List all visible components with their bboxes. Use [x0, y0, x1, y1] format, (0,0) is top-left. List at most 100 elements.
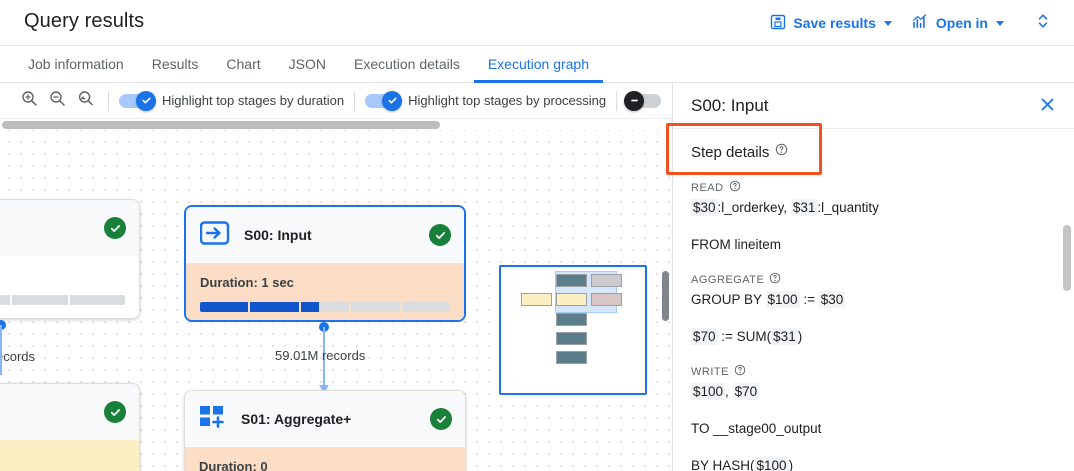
- detail-line: $100, $70: [691, 383, 760, 400]
- node-duration-label: [0, 452, 125, 467]
- zoom-controls: [0, 88, 98, 114]
- execution-graph-canvas[interactable]: ecords 59.01M records S00: Input: [0, 119, 672, 471]
- edge-record-label-left: ecords: [0, 349, 36, 364]
- page-header: Query results Save results: [0, 0, 1074, 46]
- node-header: S01: Aggregate+: [185, 391, 465, 447]
- toolbar-divider: [616, 90, 618, 111]
- minimap-node: [521, 293, 552, 306]
- tab-results[interactable]: Results: [151, 56, 199, 72]
- expand-collapse-icon: [1035, 12, 1051, 35]
- toolbar-divider: [354, 90, 356, 111]
- node-duration-label: Duration: 1 sec: [200, 275, 294, 290]
- expand-collapse-button[interactable]: [1026, 6, 1060, 40]
- detail-line: $70 := SUM($31): [691, 328, 803, 345]
- node-progress-bar: [200, 302, 451, 312]
- keyword-label: WRITE: [691, 365, 729, 378]
- detail-line: TO __stage00_output: [691, 421, 822, 436]
- stage-input-icon: [199, 220, 230, 251]
- toggle-highlight-processing[interactable]: Highlight top stages by processing: [365, 90, 607, 111]
- node-header: [0, 200, 139, 256]
- node-duration-label: Duration: 0: [199, 459, 268, 471]
- minimap-node: [556, 313, 587, 326]
- panel-scrollbar-thumb[interactable]: [1063, 225, 1071, 291]
- canvas-horizontal-scrollbar-thumb[interactable]: [2, 121, 440, 129]
- minimap-node: [556, 351, 587, 364]
- zoom-in-button[interactable]: [16, 88, 42, 114]
- close-icon: [1039, 96, 1056, 118]
- toggle-third-switch[interactable]: [624, 90, 662, 111]
- minimap-node: [556, 274, 587, 287]
- help-circle-icon[interactable]: [729, 180, 741, 195]
- graph-node-left-bottom[interactable]: [0, 383, 140, 471]
- node-body: Duration: 0: [185, 447, 465, 471]
- detail-line: GROUP BY $100 := $30: [691, 291, 846, 308]
- toggle-processing-label: Highlight top stages by processing: [408, 93, 607, 108]
- chevron-down-icon: [996, 20, 1004, 26]
- graph-node-left-top[interactable]: [0, 199, 140, 319]
- chevron-down-icon: [883, 20, 892, 26]
- zoom-out-icon: [49, 90, 66, 112]
- detail-keyword-read: READ: [691, 180, 1056, 195]
- status-success-icon: [430, 408, 452, 430]
- open-in-button[interactable]: Open in: [902, 8, 1014, 39]
- panel-title: S00: Input: [691, 95, 769, 115]
- bar-segment: [0, 295, 11, 305]
- toggle-third-option[interactable]: [624, 90, 662, 111]
- minimap-node: [591, 274, 622, 287]
- node-body: [0, 256, 139, 318]
- node-body: Duration: 1 sec: [186, 263, 464, 320]
- status-success-icon: [104, 401, 126, 423]
- edge-arrow-icon: [319, 385, 329, 393]
- close-panel-button[interactable]: [1034, 94, 1060, 120]
- detail-keyword-write: WRITE: [691, 364, 1056, 379]
- bar-segment: [401, 302, 451, 312]
- node-body: [0, 440, 139, 471]
- check-icon: [136, 90, 156, 111]
- graph-node-s00-input[interactable]: S00: Input Duration: 1 sec: [184, 205, 466, 322]
- tab-job-information[interactable]: Job information: [28, 56, 124, 72]
- zoom-reset-button[interactable]: [72, 88, 98, 114]
- step-details-heading: Step details: [691, 143, 1056, 162]
- help-circle-icon[interactable]: [769, 272, 781, 287]
- tab-json[interactable]: JSON: [288, 56, 326, 72]
- tab-chart[interactable]: Chart: [226, 56, 261, 72]
- help-circle-icon[interactable]: [775, 143, 788, 162]
- node-header: S00: Input: [186, 207, 464, 263]
- node-progress-bar: [0, 295, 125, 305]
- detail-line: $30:l_orderkey, $31:l_quantity: [691, 199, 879, 216]
- zoom-in-icon: [21, 90, 38, 112]
- save-results-label: Save results: [793, 15, 876, 31]
- open-in-label: Open in: [935, 15, 988, 31]
- zoom-reset-icon: [77, 90, 94, 112]
- tab-execution-graph[interactable]: Execution graph: [473, 46, 604, 83]
- canvas-vertical-scrollbar-thumb[interactable]: [662, 271, 669, 321]
- graph-node-s01-aggregate[interactable]: S01: Aggregate+ Duration: 0: [184, 390, 466, 471]
- detail-keyword-aggregate: AGGREGATE: [691, 272, 1056, 287]
- toggle-highlight-duration[interactable]: Highlight top stages by duration: [119, 90, 344, 111]
- panel-header: S00: Input: [673, 83, 1074, 129]
- graph-minimap[interactable]: [499, 265, 647, 395]
- tab-bar: Job information Results Chart JSON Execu…: [0, 46, 1074, 83]
- tab-execution-details[interactable]: Execution details: [353, 56, 460, 72]
- bar-segment: [12, 295, 68, 305]
- node-title: S01: Aggregate+: [241, 411, 352, 427]
- node-duration-label: [0, 268, 125, 283]
- node-header: [0, 384, 139, 440]
- toggle-duration-switch[interactable]: [119, 90, 156, 111]
- help-circle-icon[interactable]: [734, 364, 746, 379]
- minimap-node: [556, 293, 587, 306]
- chart-bars-icon: [912, 13, 929, 33]
- bar-segment: [250, 302, 299, 312]
- edge-line-left: [0, 325, 2, 375]
- keyword-label: AGGREGATE: [691, 273, 765, 286]
- step-details-label: Step details: [691, 144, 770, 161]
- zoom-out-button[interactable]: [44, 88, 70, 114]
- status-success-icon: [429, 224, 451, 246]
- check-icon: [382, 90, 403, 111]
- toggle-processing-switch[interactable]: [365, 90, 403, 111]
- bar-segment: [200, 302, 249, 312]
- save-results-button[interactable]: Save results: [760, 8, 902, 39]
- detail-line: FROM lineitem: [691, 237, 782, 252]
- status-success-icon: [104, 217, 126, 239]
